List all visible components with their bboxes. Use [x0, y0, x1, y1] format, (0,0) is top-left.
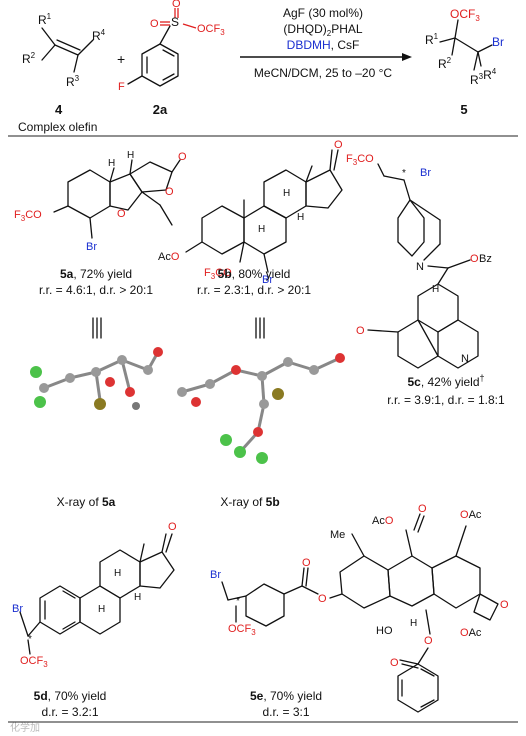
svg-text:Br: Br — [420, 167, 431, 179]
svg-text:Br: Br — [262, 274, 273, 286]
xray-model-5a — [30, 347, 163, 410]
svg-text:R1: R1 — [38, 12, 52, 27]
product-5: OCF3 R1 R2 Br R3R4 — [425, 7, 504, 87]
structure-5d: O H H H * Br OCF3 — [12, 521, 177, 669]
svg-text:R3: R3 — [66, 74, 80, 89]
svg-text:H: H — [432, 284, 439, 295]
caption-5b: 5b, 80% yield — [218, 267, 291, 281]
caption-5a: 5a, 72% yield — [60, 267, 132, 281]
svg-text:*: * — [28, 634, 32, 645]
plus-sign: + — [117, 51, 125, 67]
svg-text:*: * — [236, 596, 240, 607]
svg-text:H: H — [108, 158, 115, 169]
equivalence-5b — [255, 317, 265, 339]
svg-text:H: H — [283, 188, 290, 199]
svg-text:O: O — [424, 635, 433, 647]
svg-text:*: * — [402, 168, 406, 179]
svg-text:AcO: AcO — [372, 515, 394, 527]
svg-text:Br: Br — [86, 241, 97, 253]
svg-text:O: O — [172, 0, 181, 10]
svg-text:H: H — [297, 212, 304, 223]
svg-text:OCF3: OCF3 — [197, 23, 225, 37]
svg-text:R2: R2 — [438, 56, 452, 71]
xray-model-5b — [177, 353, 345, 464]
svg-text:O: O — [150, 18, 159, 30]
svg-text:H: H — [258, 224, 265, 235]
reagent-2a: O O S OCF3 F — [118, 0, 225, 93]
condition-line-1: AgF (30 mol%) — [283, 6, 363, 20]
svg-text:O: O — [470, 253, 479, 265]
svg-text:H: H — [134, 592, 141, 603]
condition-line-3: DBDMH, CsF — [287, 38, 360, 52]
svg-text:O: O — [334, 139, 343, 151]
svg-text:Bz: Bz — [479, 253, 492, 265]
svg-text:R4: R4 — [92, 28, 106, 43]
stats-5e: d.r. = 3:1 — [262, 705, 309, 719]
svg-text:F3CO: F3CO — [346, 153, 374, 167]
equivalence-5a — [92, 317, 102, 339]
xray-caption-5a: X-ray of 5a — [57, 495, 116, 509]
svg-text:N: N — [416, 261, 424, 273]
xray-caption-5b: X-ray of 5b — [220, 495, 279, 509]
svg-text:N: N — [461, 353, 469, 365]
svg-text:Br: Br — [210, 569, 221, 581]
label-2a: 2a — [153, 102, 168, 117]
label-4: 4 — [55, 102, 63, 117]
olefin-4: R1 R2 R4 R3 — [22, 12, 106, 89]
svg-text:O: O — [356, 325, 365, 337]
svg-text:H: H — [114, 568, 121, 579]
svg-text:H: H — [410, 618, 417, 629]
svg-text:O: O — [390, 657, 399, 669]
svg-text:OCF3: OCF3 — [450, 7, 480, 23]
svg-text:O: O — [165, 186, 174, 198]
scheme-caption: Complex olefin — [18, 120, 97, 134]
stats-5a: r.r. = 4.6:1, d.r. > 20:1 — [39, 283, 153, 297]
watermark: 化学加 — [10, 721, 40, 734]
svg-text:O: O — [500, 599, 509, 611]
stats-5c: r.r. = 3.9:1, d.r. = 1.8:1 — [387, 393, 505, 407]
svg-text:OAc: OAc — [460, 509, 482, 521]
reaction-conditions: AgF (30 mol%) (DHQD)2PHAL DBDMH, CsF MeC… — [240, 6, 412, 80]
condition-line-2: (DHQD)2PHAL — [283, 22, 362, 38]
caption-5d: 5d, 70% yield — [34, 689, 107, 703]
svg-text:OCF3: OCF3 — [228, 623, 256, 637]
svg-text:Br: Br — [492, 35, 504, 49]
svg-text:H: H — [98, 604, 105, 615]
structure-5e: Br * OCF3 O O Me O AcO OAc O OAc HO H O — [210, 503, 509, 713]
svg-text:O: O — [318, 593, 327, 605]
stats-5d: d.r. = 3.2:1 — [41, 705, 98, 719]
svg-text:O: O — [168, 521, 177, 533]
svg-text:Br: Br — [12, 603, 23, 615]
svg-text:H: H — [127, 150, 134, 161]
svg-text:OCF3: OCF3 — [20, 655, 48, 669]
label-5: 5 — [460, 102, 467, 117]
svg-text:O: O — [117, 208, 126, 220]
structure-5c: F3CO * Br N O Bz H N O — [346, 153, 492, 369]
stats-5b: r.r. = 2.3:1, d.r. > 20:1 — [197, 283, 311, 297]
svg-text:OAc: OAc — [460, 627, 482, 639]
structure-5a: O O O H H F3CO Br — [14, 150, 187, 253]
condition-line-4: MeCN/DCM, 25 to –20 °C — [254, 66, 393, 80]
svg-text:O: O — [418, 503, 427, 515]
svg-text:R1: R1 — [425, 32, 439, 47]
svg-text:HO: HO — [376, 625, 393, 637]
svg-text:Me: Me — [330, 529, 345, 541]
caption-5e: 5e, 70% yield — [250, 689, 322, 703]
svg-text:O: O — [302, 557, 311, 569]
caption-5c: 5c, 42% yield† — [407, 373, 484, 389]
svg-text:R2: R2 — [22, 51, 36, 66]
svg-text:F3CO: F3CO — [14, 209, 42, 223]
svg-text:AcO: AcO — [158, 251, 180, 263]
svg-text:O: O — [178, 151, 187, 163]
svg-text:S: S — [171, 15, 179, 29]
svg-text:F: F — [118, 81, 125, 93]
